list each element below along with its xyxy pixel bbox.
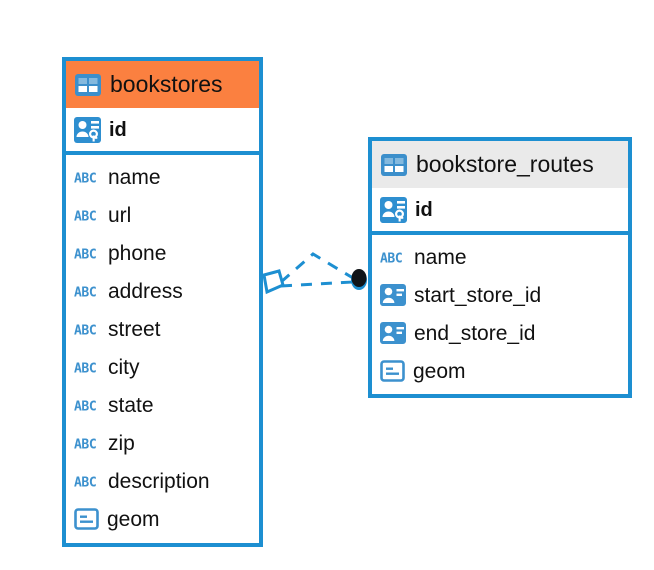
relationship-source-diamond-icon [262, 269, 285, 295]
svg-text:ABC: ABC [74, 247, 96, 261]
field-row-start-store-id[interactable]: start_store_id [372, 276, 628, 314]
abc-text-icon: ABC [74, 360, 100, 376]
field-label-url: url [108, 203, 132, 227]
field-label-state: state [108, 393, 154, 417]
primary-key-block-bookstores: id [66, 108, 259, 155]
primary-key-icon [74, 116, 101, 143]
abc-text-icon: ABC [74, 436, 100, 452]
field-row-url[interactable]: ABC url [66, 196, 259, 234]
field-row-description[interactable]: ABC description [66, 462, 259, 500]
field-label-geom: geom [107, 507, 160, 531]
field-label-id: id [109, 118, 127, 141]
entity-title-bookstore-routes: bookstore_routes [416, 151, 594, 177]
entity-table-bookstore-routes[interactable]: bookstore_routes id [368, 137, 632, 398]
field-row-geom[interactable]: geom [66, 500, 259, 538]
entity-table-bookstores[interactable]: bookstores id [62, 57, 263, 547]
abc-text-icon: ABC [74, 170, 100, 186]
svg-text:ABC: ABC [74, 437, 96, 451]
foreign-key-icon [380, 322, 406, 344]
field-label-name: name [414, 245, 467, 269]
entity-header-bookstore-routes[interactable]: bookstore_routes [372, 141, 628, 188]
svg-text:ABC: ABC [74, 171, 96, 185]
field-row-primary-key[interactable]: id [66, 108, 259, 151]
relationship-branch-upper [280, 252, 354, 284]
entity-title-bookstores: bookstores [110, 71, 223, 97]
geometry-icon [74, 508, 99, 530]
abc-text-icon: ABC [74, 474, 100, 490]
svg-text:ABC: ABC [74, 285, 96, 299]
field-label-id: id [415, 198, 433, 221]
abc-text-icon: ABC [74, 398, 100, 414]
field-row-name[interactable]: ABC name [372, 238, 628, 276]
entity-header-bookstores[interactable]: bookstores [66, 61, 259, 108]
table-icon [75, 73, 101, 96]
field-row-address[interactable]: ABC address [66, 272, 259, 310]
primary-key-block-bookstore-routes: id [372, 188, 628, 235]
field-row-geom[interactable]: geom [372, 352, 628, 390]
abc-text-icon: ABC [74, 284, 100, 300]
relationship-connector[interactable] [255, 240, 390, 320]
abc-text-icon: ABC [74, 322, 100, 338]
field-label-geom: geom [413, 359, 466, 383]
abc-text-icon: ABC [74, 208, 100, 224]
foreign-key-icon [380, 284, 406, 306]
abc-text-icon: ABC [74, 246, 100, 262]
primary-key-icon [380, 196, 407, 223]
svg-text:ABC: ABC [380, 251, 402, 265]
relationship-branch-lower [280, 280, 354, 288]
geometry-icon [380, 360, 405, 382]
field-label-phone: phone [108, 241, 167, 265]
field-label-end-store-id: end_store_id [414, 321, 536, 345]
field-label-description: description [108, 469, 210, 493]
relationship-target-filled-circle-icon [351, 269, 367, 287]
field-row-primary-key[interactable]: id [372, 188, 628, 231]
abc-text-icon: ABC [380, 250, 406, 266]
svg-text:ABC: ABC [74, 399, 96, 413]
field-label-start-store-id: start_store_id [414, 283, 542, 307]
field-label-city: city [108, 355, 140, 379]
field-row-zip[interactable]: ABC zip [66, 424, 259, 462]
field-row-end-store-id[interactable]: end_store_id [372, 314, 628, 352]
field-label-street: street [108, 317, 161, 341]
field-row-city[interactable]: ABC city [66, 348, 259, 386]
svg-text:ABC: ABC [74, 323, 96, 337]
field-row-street[interactable]: ABC street [66, 310, 259, 348]
field-label-zip: zip [108, 431, 135, 455]
field-label-name: name [108, 165, 161, 189]
svg-text:ABC: ABC [74, 209, 96, 223]
field-label-address: address [108, 279, 183, 303]
field-row-state[interactable]: ABC state [66, 386, 259, 424]
svg-text:ABC: ABC [74, 361, 96, 375]
svg-text:ABC: ABC [74, 475, 96, 489]
field-row-name[interactable]: ABC name [66, 158, 259, 196]
field-row-phone[interactable]: ABC phone [66, 234, 259, 272]
table-icon [381, 153, 407, 176]
